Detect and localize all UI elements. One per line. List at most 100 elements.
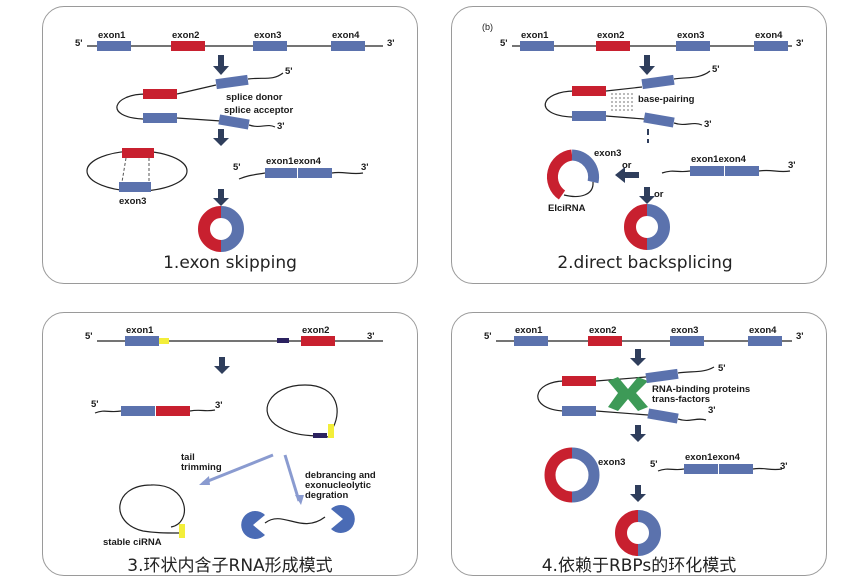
exon4-label: exon4 bbox=[332, 30, 360, 41]
tail-label: tail bbox=[181, 452, 195, 463]
exon2-label: exon2 bbox=[172, 30, 199, 41]
exon2-box bbox=[588, 336, 622, 346]
exon4-box bbox=[647, 408, 679, 424]
intron-yellow-marker bbox=[179, 524, 185, 538]
panel-4-diagram: 5' 3' exon1 exon2 exon3 exon4 5' 3' RNA-… bbox=[484, 325, 804, 575]
intron-yellow-marker bbox=[159, 338, 169, 344]
stable-cirna-label: stable ciRNA bbox=[103, 537, 162, 548]
panel-caption: 2.direct backsplicing bbox=[557, 253, 732, 273]
exon3-box bbox=[645, 368, 679, 384]
exon2-box bbox=[122, 148, 154, 158]
exon2-label: exon2 bbox=[302, 325, 329, 336]
intron-yellow-marker bbox=[328, 424, 334, 438]
exon1-box bbox=[265, 168, 297, 178]
exon3-label: exon3 bbox=[671, 325, 698, 336]
five-prime-label: 5' bbox=[650, 459, 658, 470]
exon3-label: exon3 bbox=[594, 148, 621, 159]
exon1-label: exon1 bbox=[126, 325, 154, 336]
trimming-label: trimming bbox=[181, 462, 222, 473]
down-arrow-icon bbox=[630, 349, 646, 366]
exon1-box bbox=[125, 336, 159, 346]
exon3-box bbox=[253, 41, 287, 51]
or-label: or bbox=[654, 189, 664, 200]
exon3-box bbox=[670, 336, 704, 346]
three-prime-label: 3' bbox=[796, 38, 804, 49]
exon2-box bbox=[562, 376, 596, 386]
exon3-label: exon3 bbox=[677, 30, 704, 41]
exon1-label: exon1 bbox=[98, 30, 126, 41]
down-arrow-icon bbox=[630, 425, 646, 442]
down-arrow-icon bbox=[213, 55, 229, 75]
down-arrow-icon bbox=[213, 129, 229, 146]
exon1-box bbox=[121, 406, 155, 416]
panel-caption: 3.环状内含子RNA形成模式 bbox=[127, 556, 332, 575]
exon4-box bbox=[754, 41, 788, 51]
down-arrow-icon bbox=[639, 55, 655, 75]
exon4-box bbox=[298, 168, 332, 178]
five-prime-label: 5' bbox=[718, 363, 726, 374]
exon3-label: exon3 bbox=[254, 30, 281, 41]
three-prime-label: 3' bbox=[367, 331, 375, 342]
exon2-box bbox=[572, 86, 606, 96]
down-arrow-icon bbox=[630, 485, 646, 502]
exon1-box bbox=[684, 464, 718, 474]
down-arrow-icon bbox=[214, 357, 230, 374]
circrna-ring bbox=[544, 447, 600, 503]
panel-caption: 1.exon skipping bbox=[163, 253, 297, 273]
panel-exon-skipping: 5' 3' exon1 exon2 exon3 exon4 5' 3' spli… bbox=[42, 6, 418, 284]
eicirna-ring bbox=[547, 149, 600, 200]
joined-exon-label: exon1exon4 bbox=[691, 154, 747, 165]
panel-2-diagram: (b) 5' 3' exon1 exon2 exon3 exon4 5' 3' … bbox=[482, 22, 804, 273]
three-prime-label: 3' bbox=[215, 400, 223, 411]
five-prime-label: 5' bbox=[91, 399, 99, 410]
exon4-box bbox=[719, 464, 753, 474]
exon1-box bbox=[97, 41, 131, 51]
exon4-box bbox=[331, 41, 365, 51]
exon4-box bbox=[218, 114, 250, 130]
exon1-box bbox=[562, 406, 596, 416]
exon1-box bbox=[690, 166, 724, 176]
exon4-label: exon4 bbox=[755, 30, 783, 41]
exon2-box bbox=[596, 41, 630, 51]
joined-exon-label: exon1exon4 bbox=[685, 452, 741, 463]
five-prime-label: 5' bbox=[75, 38, 83, 49]
three-prime-label: 3' bbox=[708, 405, 716, 416]
circrna-ring bbox=[624, 204, 670, 250]
panel-3-diagram: 5' 3' exon1 exon2 5' 3' tail trimming de… bbox=[85, 325, 383, 575]
exon4-box bbox=[725, 166, 759, 176]
exon2-label: exon2 bbox=[597, 30, 624, 41]
three-prime-label: 3' bbox=[780, 461, 788, 472]
exon1-label: exon1 bbox=[515, 325, 543, 336]
debranching-label: debrancing and bbox=[305, 470, 376, 481]
panel-tag: (b) bbox=[482, 22, 493, 32]
exon3-box bbox=[676, 41, 710, 51]
panel-direct-backsplicing: (b) 5' 3' exon1 exon2 exon3 exon4 5' 3' … bbox=[451, 6, 827, 284]
eicirna-label: EIciRNA bbox=[548, 203, 586, 214]
pacman-fragment-icon bbox=[331, 505, 355, 533]
exon2-box bbox=[171, 41, 205, 51]
trans-factors-label: trans-factors bbox=[652, 394, 710, 405]
exon3-box bbox=[641, 74, 675, 90]
exon1-box bbox=[143, 113, 177, 123]
stable-cirna-loop bbox=[119, 484, 185, 534]
panel-intron-circrna: 5' 3' exon1 exon2 5' 3' tail trimming de… bbox=[42, 312, 418, 576]
or-label: or bbox=[622, 160, 632, 171]
exon3-label: exon3 bbox=[598, 457, 625, 468]
degraded-fragment-line bbox=[264, 516, 326, 525]
down-arrow-icon bbox=[639, 187, 655, 204]
base-pairing-lines bbox=[611, 93, 633, 113]
exon2-box bbox=[301, 336, 335, 346]
exon3-label: exon3 bbox=[119, 196, 146, 207]
exon2-label: exon2 bbox=[589, 325, 616, 336]
circrna-ring bbox=[615, 510, 661, 556]
exon1-box bbox=[514, 336, 548, 346]
base-pairing-label: base-pairing bbox=[638, 94, 695, 105]
pacman-fragment-icon bbox=[241, 511, 265, 539]
exon1-box bbox=[520, 41, 554, 51]
exon4-box bbox=[643, 112, 675, 128]
five-prime-label: 5' bbox=[712, 64, 720, 75]
down-arrow-icon bbox=[213, 189, 229, 206]
five-prime-label: 5' bbox=[484, 331, 492, 342]
intron-loop bbox=[116, 93, 147, 120]
three-prime-label: 3' bbox=[796, 331, 804, 342]
